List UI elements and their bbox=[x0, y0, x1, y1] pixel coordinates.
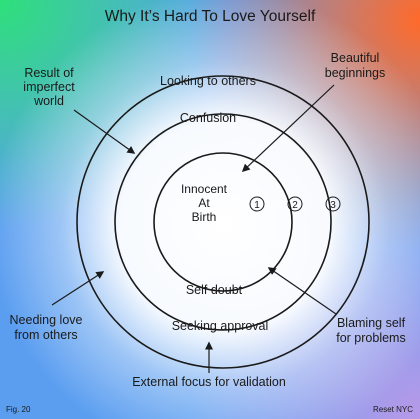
callout-line: External focus for validation bbox=[132, 375, 286, 389]
center-line-3: Birth bbox=[192, 210, 217, 224]
ring-label-confusion: Confusion bbox=[180, 111, 236, 125]
callout-line: imperfect bbox=[23, 80, 75, 94]
ring-marker-2: 2 bbox=[287, 196, 303, 212]
callout-needing-love: Needing love from others bbox=[10, 271, 105, 342]
marker-circle bbox=[325, 196, 341, 212]
brand-credit: Reset NYC bbox=[373, 405, 413, 414]
marker-number: 1 bbox=[254, 200, 260, 211]
callout-external-focus: External focus for validation bbox=[132, 341, 286, 389]
center-line-2: At bbox=[198, 196, 210, 210]
ring-label-self-doubt: Self doubt bbox=[186, 283, 243, 297]
callout-line: beginnings bbox=[325, 66, 385, 80]
callout-line: Result of bbox=[24, 66, 74, 80]
callout-line: Blaming self bbox=[337, 316, 406, 330]
callout-line: world bbox=[33, 94, 64, 108]
ring-label-seeking-approval: Seeking approval bbox=[172, 319, 269, 333]
outer-ring bbox=[76, 75, 370, 369]
marker-number: 2 bbox=[292, 200, 298, 211]
arrow-needing bbox=[51, 271, 105, 306]
center-label: Innocent At Birth bbox=[181, 182, 228, 224]
ring-marker-1: 1 bbox=[249, 196, 265, 212]
middle-ring bbox=[114, 113, 332, 331]
callout-blaming-self: Blaming self for problems bbox=[267, 267, 406, 345]
arrow-result bbox=[73, 109, 136, 154]
callout-line: Beautiful bbox=[331, 51, 380, 65]
callout-line: Needing love bbox=[10, 313, 83, 327]
center-line-1: Innocent bbox=[181, 182, 228, 196]
arrow-blaming bbox=[267, 267, 337, 315]
marker-circle bbox=[287, 196, 303, 212]
marker-number: 3 bbox=[330, 200, 336, 211]
ring-marker-3: 3 bbox=[325, 196, 341, 212]
callout-result-of-imperfect-world: Result of imperfect world bbox=[23, 66, 136, 154]
callout-line: from others bbox=[14, 328, 77, 342]
marker-circle bbox=[249, 196, 265, 212]
diagram-title: Why It’s Hard To Love Yourself bbox=[105, 8, 316, 25]
figure-number: Fig. 20 bbox=[6, 405, 31, 414]
callout-beautiful-beginnings: Beautiful beginnings bbox=[241, 51, 385, 173]
arrow-beautiful bbox=[241, 84, 335, 173]
ring-label-looking-to-others: Looking to others bbox=[160, 74, 256, 88]
inner-ring bbox=[153, 152, 293, 292]
callout-line: for problems bbox=[336, 331, 405, 345]
